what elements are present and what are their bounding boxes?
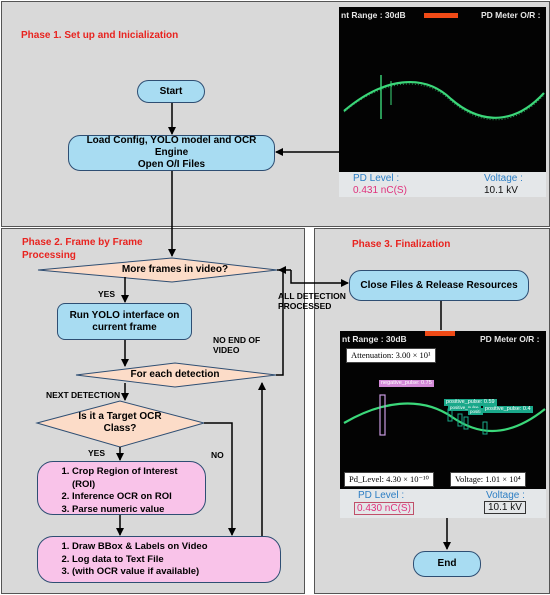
start-node: Start bbox=[137, 80, 205, 103]
yes-label-more-frames: YES bbox=[98, 289, 116, 299]
screen1-waveform bbox=[343, 75, 545, 121]
phase2-title: Phase 2. Frame by Frame Processing bbox=[22, 236, 143, 262]
pd-level-annotation: Pd_Level: 4.30 × 10⁻¹⁰ bbox=[344, 472, 434, 487]
screen2-pd-value: 0.430 nC(S) bbox=[354, 502, 414, 515]
screen2-readout: PD Level : 0.430 nC(S) Voltage : 10.1 kV bbox=[340, 489, 546, 518]
run-yolo-node: Run YOLO interface on current frame bbox=[57, 303, 192, 340]
screen1-voltage-label: Voltage : bbox=[484, 173, 523, 184]
ocr-steps-list: Crop Region of Interest (ROI) Inference … bbox=[52, 466, 199, 516]
draw-step-log: Log data to Text File bbox=[72, 554, 274, 567]
negative-pulse-label: negative_pulse: 0.75 bbox=[379, 380, 434, 387]
voltage-annotation: Voltage: 1.01 × 10⁴ bbox=[450, 472, 526, 487]
draw-step-ocr-value: (with OCR value if available) bbox=[72, 566, 274, 579]
positive-pulse-label-small-2: positi bbox=[468, 408, 483, 415]
screen2-red-indicator bbox=[425, 331, 455, 336]
run-yolo-line2: current frame bbox=[92, 321, 157, 333]
phase1-title: Phase 1. Set up and Inicialization bbox=[21, 30, 179, 41]
screen2-voltage-label: Voltage : bbox=[486, 490, 525, 501]
screen1-range-text: nt Range : 30dB bbox=[341, 10, 406, 20]
is-target-label: Is it a Target OCR Class? bbox=[70, 410, 170, 436]
screen1-readout: PD Level : 0.431 nC(S) Voltage : 10.1 kV bbox=[339, 172, 546, 197]
oscilloscope-screen-annotated: nt Range : 30dB PD Meter O/R : Attenuati… bbox=[340, 331, 546, 518]
phase2-title-line1: Phase 2. Frame by Frame bbox=[22, 237, 143, 248]
end-node: End bbox=[413, 551, 481, 577]
positive-pulse-label-1: positive_pulse: 0.59 bbox=[444, 399, 497, 406]
screen1-pd-value: 0.431 nC(S) bbox=[353, 185, 407, 196]
draw-steps-list: Draw BBox & Labels on Video Log data to … bbox=[52, 541, 274, 579]
ocr-steps-node: Crop Region of Interest (ROI) Inference … bbox=[37, 461, 206, 515]
load-config-line1: Load Config, YOLO model and OCR Engine bbox=[86, 135, 257, 158]
screen1-header: nt Range : 30dB PD Meter O/R : bbox=[339, 7, 546, 23]
all-det-line2: PROCESSED bbox=[278, 301, 332, 311]
no-label-is-target: NO bbox=[211, 450, 224, 460]
run-yolo-line1: Run YOLO interface on bbox=[69, 309, 180, 321]
screen1-voltage-value: 10.1 kV bbox=[484, 185, 518, 196]
ocr-step-crop: Crop Region of Interest (ROI) bbox=[72, 466, 199, 491]
next-detection-label: NEXT DETECTION bbox=[46, 390, 121, 400]
attenuation-annotation: Attenuation: 3.00 × 10¹ bbox=[346, 348, 436, 363]
screen2-waveform bbox=[343, 394, 546, 436]
all-det-line1: ALL DETECTION bbox=[278, 291, 346, 301]
screen2-meter-text: PD Meter O/R : bbox=[480, 334, 540, 344]
load-config-line2: Open O/I Files bbox=[137, 159, 206, 170]
screen2-range-text: nt Range : 30dB bbox=[342, 334, 407, 344]
close-files-node: Close Files & Release Resources bbox=[349, 270, 529, 301]
no-end-of-video-label: NO END OF VIDEO bbox=[213, 335, 260, 355]
positive-pulse-label-2: positive_pulse: 0.4 bbox=[483, 406, 533, 413]
screen2-voltage-value: 10.1 kV bbox=[484, 501, 526, 514]
screen2-header: nt Range : 30dB PD Meter O/R : bbox=[340, 331, 546, 347]
load-config-node: Load Config, YOLO model and OCR Engine O… bbox=[68, 135, 275, 171]
draw-step-bbox: Draw BBox & Labels on Video bbox=[72, 541, 274, 554]
is-target-line2: Class? bbox=[103, 423, 137, 434]
screen1-pd-label: PD Level : bbox=[353, 173, 400, 184]
for-each-label: For each detection bbox=[130, 369, 220, 380]
no-end-line1: NO END OF bbox=[213, 335, 261, 345]
no-end-line2: VIDEO bbox=[213, 345, 240, 355]
positive-pulse-label-small-1: positive_pulse bbox=[448, 404, 481, 411]
more-frames-label: More frames in video? bbox=[121, 264, 229, 275]
phase2-title-line2: Processing bbox=[22, 250, 76, 261]
draw-steps-node: Draw BBox & Labels on Video Log data to … bbox=[37, 536, 281, 583]
all-detection-processed-label: ALL DETECTION PROCESSED bbox=[278, 291, 346, 311]
screen2-pd-label: PD Level : bbox=[358, 490, 405, 501]
screen1-red-indicator bbox=[424, 13, 458, 18]
oscilloscope-screen-top: nt Range : 30dB PD Meter O/R : PD Level … bbox=[339, 7, 546, 197]
yes-label-is-target: YES bbox=[88, 448, 106, 458]
is-target-line1: Is it a Target OCR bbox=[78, 411, 162, 422]
screen1-meter-text: PD Meter O/R : bbox=[481, 10, 541, 20]
ocr-step-parse: Parse numeric value bbox=[72, 504, 199, 517]
ocr-step-inference: Inference OCR on ROI bbox=[72, 491, 199, 504]
phase3-title: Phase 3. Finalization bbox=[352, 239, 451, 250]
